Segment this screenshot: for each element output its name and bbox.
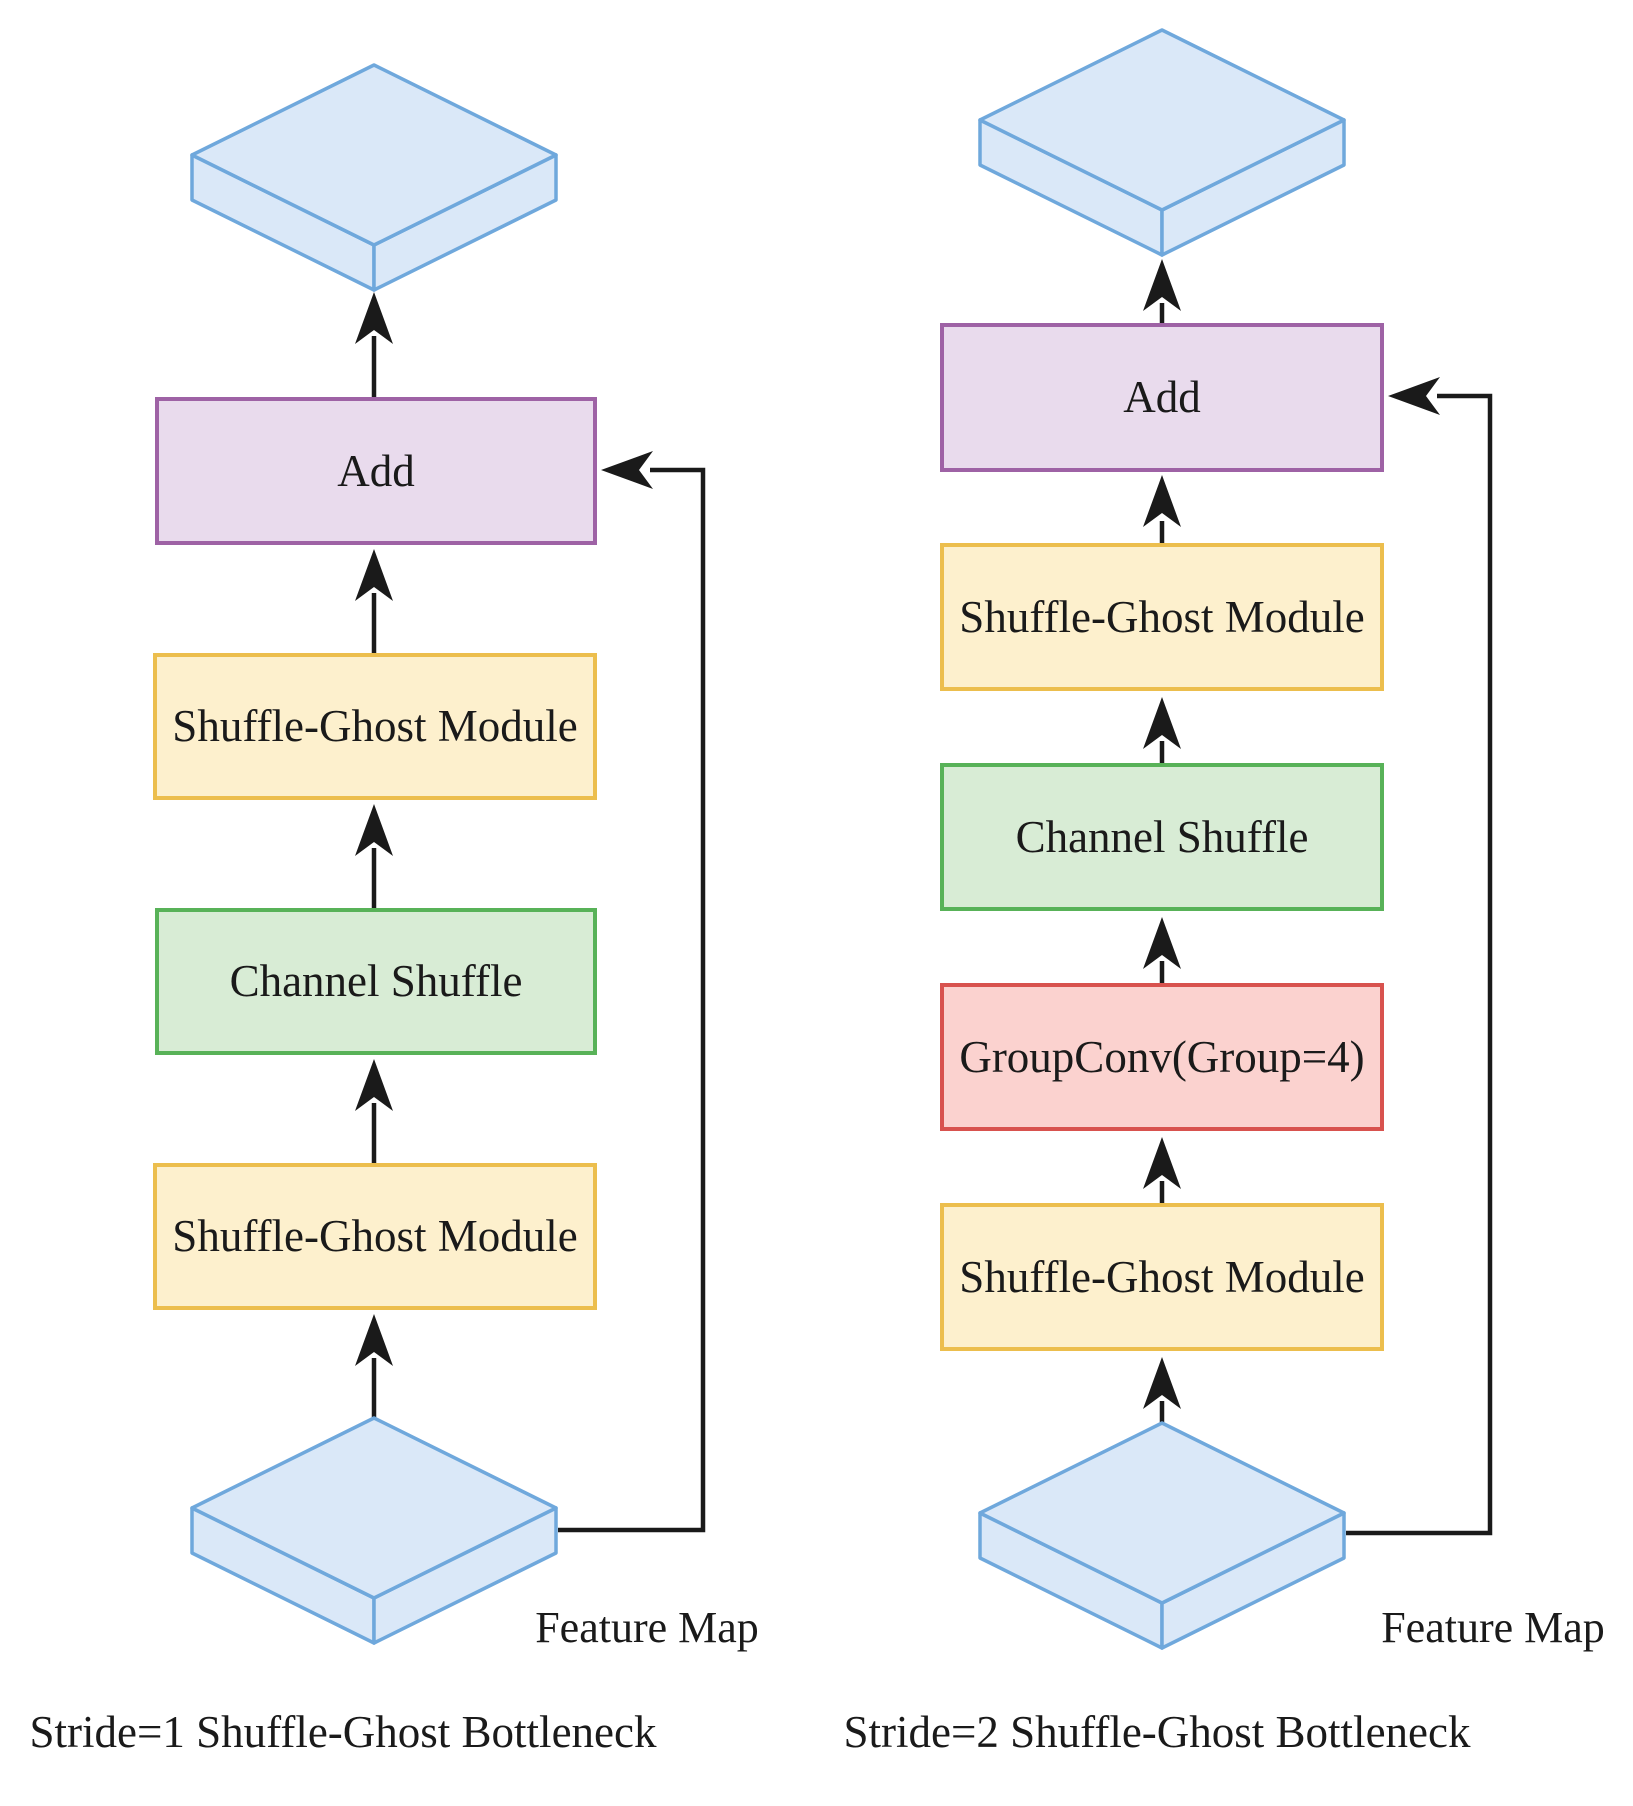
arrow-s1-module1-to-shuffle	[355, 1059, 393, 1163]
diagram-caption-stride2: Stride=2 Shuffle-Ghost Bottleneck	[843, 1707, 1471, 1757]
feature-map-label: Feature Map	[535, 1603, 759, 1652]
arrow-s2-input-to-module1	[1143, 1357, 1181, 1423]
skip-connection-s1	[558, 451, 706, 1533]
arrow-s1-add-to-output	[355, 292, 393, 397]
node-shuffle-ghost-module-upper: Shuffle-Ghost Module	[940, 543, 1384, 691]
node-shuffle-ghost-module-lower: Shuffle-Ghost Module	[153, 1163, 597, 1310]
node-add: Add	[155, 397, 597, 545]
skip-connection-s2	[1346, 377, 1493, 1536]
feature-map-label: Feature Map	[1381, 1603, 1605, 1652]
arrow-s2-module1-to-groupconv	[1143, 1137, 1181, 1203]
feature-map-output-shape	[978, 28, 1346, 257]
arrow-s2-shuffle-to-module2	[1143, 697, 1181, 763]
arrow-s2-groupconv-to-shuffle	[1143, 917, 1181, 983]
node-channel-shuffle: Channel Shuffle	[155, 908, 597, 1055]
node-group-conv: GroupConv(Group=4)	[940, 983, 1384, 1131]
node-channel-shuffle: Channel Shuffle	[940, 763, 1384, 911]
feature-map-input-shape	[978, 1421, 1346, 1650]
arrow-s1-module2-to-add	[355, 549, 393, 653]
arrow-s1-shuffle-to-module2	[355, 804, 393, 908]
arrow-s1-input-to-module1	[355, 1314, 393, 1418]
arrow-s2-module2-to-add	[1143, 475, 1181, 543]
node-add: Add	[940, 323, 1384, 472]
node-shuffle-ghost-module-upper: Shuffle-Ghost Module	[153, 653, 597, 800]
node-shuffle-ghost-module-lower: Shuffle-Ghost Module	[940, 1203, 1384, 1351]
arrow-s2-add-to-output	[1143, 259, 1181, 323]
diagram-caption-stride1: Stride=1 Shuffle-Ghost Bottleneck	[29, 1707, 657, 1757]
feature-map-input-shape	[190, 1416, 558, 1645]
feature-map-output-shape	[190, 63, 558, 292]
